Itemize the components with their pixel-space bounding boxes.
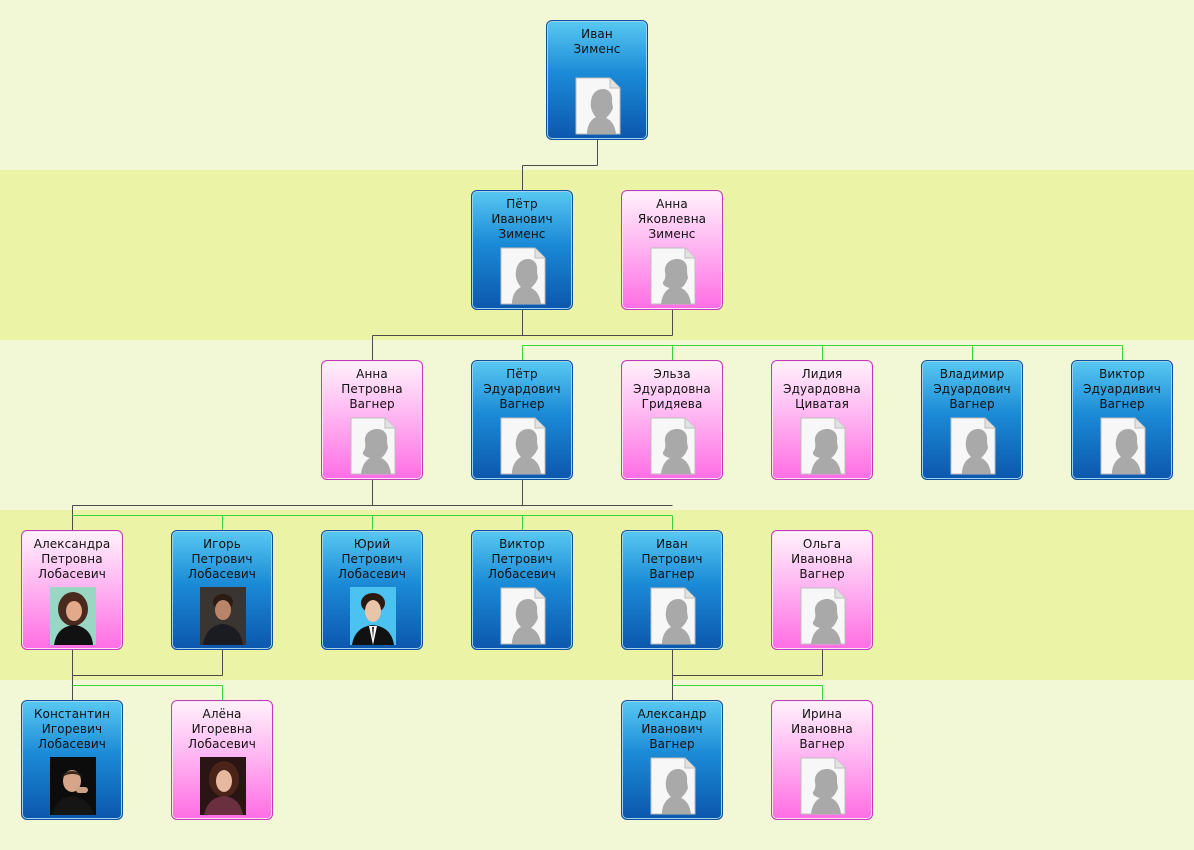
person-card-yuriy[interactable]: Юрий Петрович Лобасевич	[321, 530, 423, 650]
person-name: Виктор Петрович Лобасевич	[488, 537, 556, 581]
female-photo-icon	[50, 587, 96, 645]
person-name: Игорь Петрович Лобасевич	[188, 537, 256, 581]
person-name: Анна Яковлевна Зименс	[637, 197, 707, 241]
person-card-aleksandr[interactable]: Александр Иванович Вагнер	[621, 700, 723, 820]
person-card-viktor-petrovich[interactable]: Виктор Петрович Лобасевич	[471, 530, 573, 650]
person-card-lidiya[interactable]: Лидия Эдуардовна Циватая	[771, 360, 873, 480]
person-name: Александра Петровна Лобасевич	[33, 537, 111, 581]
person-card-irina[interactable]: Ирина Ивановна Вагнер	[771, 700, 873, 820]
person-name: Анна Петровна Вагнер	[341, 367, 403, 411]
person-name: Алёна Игоревна Лобасевич	[188, 707, 256, 751]
generation-band-2	[0, 170, 1194, 340]
male-placeholder-icon	[575, 77, 621, 135]
person-name: Владимир Эдуардович Вагнер	[933, 367, 1011, 411]
person-card-alena[interactable]: Алёна Игоревна Лобасевич	[171, 700, 273, 820]
person-card-elza[interactable]: Эльза Эдуардовна Гридяева	[621, 360, 723, 480]
person-card-igor[interactable]: Игорь Петрович Лобасевич	[171, 530, 273, 650]
female-placeholder-icon	[800, 587, 846, 645]
male-placeholder-icon	[1100, 417, 1146, 475]
male-placeholder-icon	[500, 247, 546, 305]
male-placeholder-icon	[650, 587, 696, 645]
person-card-petr-ivanovich[interactable]: Пётр Иванович Зименс	[471, 190, 573, 310]
person-card-konstantin[interactable]: Константин Игоревич Лобасевич	[21, 700, 123, 820]
female-photo-icon	[200, 757, 246, 815]
male-photo-icon	[50, 757, 96, 815]
male-placeholder-icon	[500, 587, 546, 645]
person-name: Ольга Ивановна Вагнер	[791, 537, 853, 581]
person-name: Виктор Эдуардивич Вагнер	[1083, 367, 1161, 411]
female-placeholder-icon	[800, 757, 846, 815]
female-placeholder-icon	[650, 417, 696, 475]
person-card-vladimir[interactable]: Владимир Эдуардович Вагнер	[921, 360, 1023, 480]
person-card-anna-yakovlevna[interactable]: Анна Яковлевна Зименс	[621, 190, 723, 310]
person-name: Пётр Эдуардович Вагнер	[483, 367, 561, 411]
person-name: Эльза Эдуардовна Гридяева	[633, 367, 711, 411]
person-name: Пётр Иванович Зименс	[491, 197, 553, 241]
person-name: Константин Игоревич Лобасевич	[33, 707, 111, 751]
male-placeholder-icon	[950, 417, 996, 475]
person-card-petr-eduardovich[interactable]: Пётр Эдуардович Вагнер	[471, 360, 573, 480]
person-card-ivan-petrovich[interactable]: Иван Петрович Вагнер	[621, 530, 723, 650]
person-name: Иван Зименс	[573, 27, 621, 56]
person-name: Лидия Эдуардовна Циватая	[783, 367, 861, 411]
male-photo-icon	[200, 587, 246, 645]
person-card-olga[interactable]: Ольга Ивановна Вагнер	[771, 530, 873, 650]
female-placeholder-icon	[800, 417, 846, 475]
person-card-ivan-zimens[interactable]: Иван Зименс	[546, 20, 648, 140]
male-placeholder-icon	[650, 757, 696, 815]
female-placeholder-icon	[650, 247, 696, 305]
person-name: Ирина Ивановна Вагнер	[791, 707, 853, 751]
person-card-anna-petrovna[interactable]: Анна Петровна Вагнер	[321, 360, 423, 480]
male-placeholder-icon	[500, 417, 546, 475]
male-photo-icon	[350, 587, 396, 645]
person-card-aleksandra[interactable]: Александра Петровна Лобасевич	[21, 530, 123, 650]
person-name: Александр Иванович Вагнер	[637, 707, 707, 751]
female-placeholder-icon	[350, 417, 396, 475]
person-name: Иван Петрович Вагнер	[641, 537, 703, 581]
person-card-viktor-eduardivich[interactable]: Виктор Эдуардивич Вагнер	[1071, 360, 1173, 480]
person-name: Юрий Петрович Лобасевич	[338, 537, 406, 581]
